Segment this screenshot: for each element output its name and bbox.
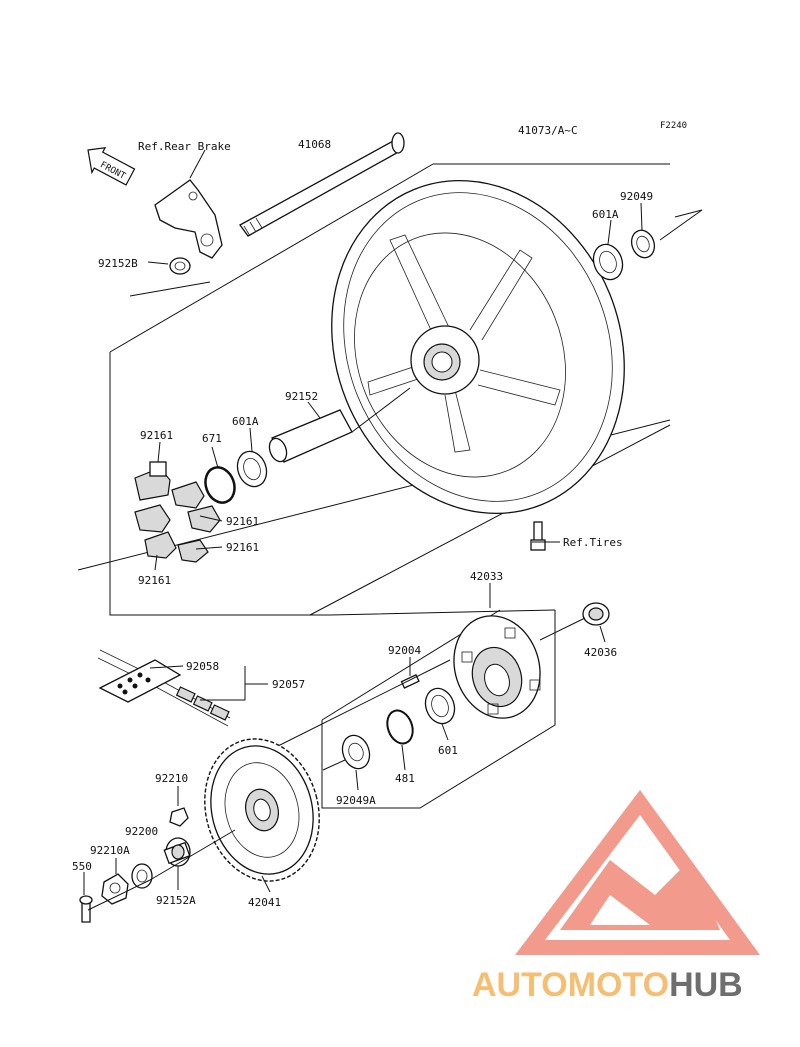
- part-label-601: 601: [438, 744, 458, 757]
- brake-bracket: [154, 179, 223, 259]
- assembly-code: 41073/A~C: [518, 124, 578, 137]
- bearing-601: [424, 687, 456, 725]
- ref-rear-brake: Ref.Rear Brake: [138, 140, 231, 153]
- part-label-601A-top: 601A: [592, 208, 619, 221]
- part-label-601A-mid: 601A: [232, 415, 259, 428]
- part-label-92049A: 92049A: [336, 794, 376, 807]
- diagram-code: F2240: [660, 121, 687, 131]
- cotter-pin-550: [79, 895, 93, 923]
- part-label-42036: 42036: [584, 646, 617, 659]
- part-label-92200: 92200: [125, 825, 158, 838]
- part-label-41068: 41068: [298, 138, 331, 151]
- part-label-92049-top: 92049: [620, 190, 653, 203]
- part-label-92004: 92004: [388, 644, 421, 657]
- part-label-92161-d: 92161: [138, 574, 171, 587]
- collar-92152A: [163, 837, 191, 867]
- part-label-92210: 92210: [155, 772, 188, 785]
- watermark-text-part1: AUTOMOTO: [472, 966, 669, 1004]
- collar-92152B: [169, 257, 191, 275]
- part-label-92057: 92057: [272, 678, 305, 691]
- ref-tires: Ref.Tires: [563, 536, 623, 549]
- sprocket-42041: [204, 738, 320, 882]
- part-label-92152B: 92152B: [98, 257, 138, 270]
- tire-valve: [530, 521, 546, 551]
- part-label-92210A: 92210A: [90, 844, 130, 857]
- seal-92049A: [341, 734, 371, 770]
- part-label-92058: 92058: [186, 660, 219, 673]
- chain-92057: [97, 649, 231, 727]
- nut-92210A: [101, 873, 129, 905]
- part-label-92161-c: 92161: [226, 541, 259, 554]
- circlip-481: [386, 709, 414, 745]
- leader-lines: [83, 149, 643, 895]
- watermark-text-main: AUTOMOTOHUB: [472, 966, 743, 1004]
- nut-92210: [169, 807, 189, 827]
- part-label-92152: 92152: [285, 390, 318, 403]
- spacer-42036: [582, 602, 610, 626]
- damper-92161-group: [134, 461, 221, 563]
- automotohub-watermark: AUTOMOTOHUB: [472, 790, 760, 1004]
- bearing-601A-top: [592, 243, 624, 281]
- part-label-481: 481: [395, 772, 415, 785]
- rear-wheel: [331, 179, 625, 515]
- watermark-text-part2: HUB: [669, 966, 743, 1004]
- bearing-601A-mid: [236, 450, 268, 488]
- part-label-671: 671: [202, 432, 222, 445]
- o-ring-671: [204, 466, 236, 504]
- part-label-92152A: 92152A: [156, 894, 196, 907]
- collar-92152: [268, 409, 353, 463]
- part-label-92161-b: 92161: [226, 515, 259, 528]
- part-label-550: 550: [72, 860, 92, 873]
- part-label-42041: 42041: [248, 896, 281, 909]
- part-label-42033: 42033: [470, 570, 503, 583]
- axle-41068: [239, 132, 405, 237]
- sprocket-hub-42033: [453, 615, 541, 719]
- front-arrow-icon: FRONT: [87, 146, 136, 186]
- part-label-92161-a: 92161: [140, 429, 173, 442]
- seal-92049-top: [630, 229, 656, 259]
